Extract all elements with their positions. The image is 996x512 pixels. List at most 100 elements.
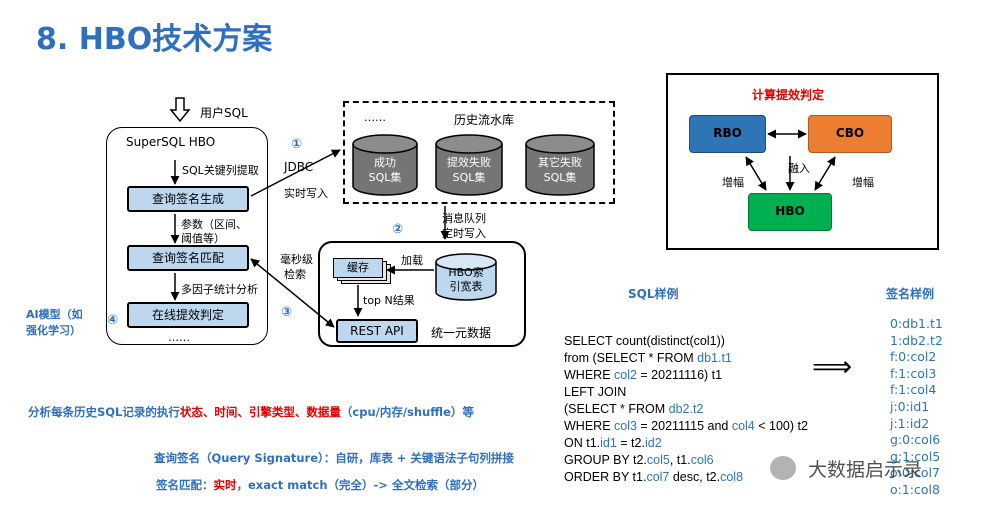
db-fail-eff-line2: SQL集 bbox=[452, 171, 486, 184]
left-ellipsis: …… bbox=[168, 331, 190, 344]
signature-item: f:1:col4 bbox=[890, 382, 937, 398]
sql-example-code: SELECT count(distinct(col1)) from (SELECT… bbox=[564, 333, 808, 486]
db-fail-eff-label: 提效失败 SQL集 bbox=[436, 155, 502, 185]
note-text: 分析每条历史SQL记录的执行 bbox=[28, 405, 180, 419]
sql-extract-label: SQL关键列提取 bbox=[182, 164, 259, 177]
sql-line: SELECT count(distinct(col1)) bbox=[564, 333, 808, 350]
signature-item: o:0:col7 bbox=[890, 465, 940, 481]
arrow-rbo-hbo bbox=[745, 156, 767, 191]
sql-identifier: col4 bbox=[731, 419, 755, 433]
arrow-jdbc-write bbox=[250, 149, 341, 197]
sql-identifier: col7 bbox=[646, 470, 670, 484]
sql-text: < 100) t2 bbox=[754, 419, 808, 433]
history-db-box bbox=[343, 101, 615, 204]
transform-arrow-icon: ⟹ bbox=[812, 350, 853, 383]
sql-line: (SELECT * FROM db2.t2 bbox=[564, 401, 808, 418]
db-fail-efficiency-icon bbox=[435, 134, 503, 196]
note-text: 签名匹配： bbox=[156, 478, 214, 492]
sql-text: = t2. bbox=[616, 436, 645, 450]
signature-item: g:0:col6 bbox=[890, 432, 941, 448]
sql-text: ON t1. bbox=[564, 436, 601, 450]
signature-item: f:1:col3 bbox=[890, 365, 937, 381]
step-1-marker: ① bbox=[291, 137, 303, 152]
db-success-icon bbox=[352, 134, 418, 196]
arrow-cbo-hbo bbox=[814, 156, 836, 191]
sql-text: , t1. bbox=[669, 453, 691, 467]
sql-identifier: db1.t1 bbox=[697, 351, 732, 365]
note-text: ，exact match（完全）-> 全文检索（部分） bbox=[236, 478, 484, 492]
fuse-label: 融入 bbox=[788, 162, 810, 175]
load-label: 加载 bbox=[401, 254, 423, 267]
sql-identifier: id2 bbox=[644, 436, 662, 450]
sql-line: ON t1.id1 = t2.id2 bbox=[564, 435, 808, 452]
signature-match-node: 查询签名匹配 bbox=[127, 245, 249, 271]
rest-api-node: REST API bbox=[336, 319, 418, 343]
sql-line: from (SELECT * FROM db1.t1 bbox=[564, 350, 808, 367]
signature-item: j:1:id2 bbox=[890, 415, 930, 431]
user-sql-arrow-icon bbox=[169, 97, 191, 123]
realtime-write-label: 实时写入 bbox=[284, 187, 328, 200]
supersql-hbo-box bbox=[106, 127, 268, 345]
hbo-index-label: HBO索 引宽表 bbox=[436, 266, 496, 294]
db-fail-other-line2: SQL集 bbox=[543, 171, 577, 184]
sql-line: GROUP BY t2.col5, t1.col6 bbox=[564, 452, 808, 469]
ai-model-label-1: AI模型（如 bbox=[26, 308, 83, 321]
db-fail-other-line1: 其它失败 bbox=[538, 156, 582, 169]
sql-text: GROUP BY t2. bbox=[564, 453, 647, 467]
sql-line: WHERE col3 = 20211115 and col4 < 100) t2 bbox=[564, 418, 808, 435]
sql-text: = 20211116) t1 bbox=[636, 368, 723, 382]
sql-text: LEFT JOIN bbox=[564, 385, 627, 399]
online-decision-node: 在线提效判定 bbox=[127, 302, 249, 328]
sql-identifier: col3 bbox=[614, 419, 637, 433]
sql-identifier: col8 bbox=[720, 470, 744, 484]
multi-factor-label: 多因子统计分析 bbox=[181, 283, 258, 296]
note-highlight: 状态、时间、引擎类型、数据量 bbox=[179, 405, 341, 419]
sql-text: ORDER BY t1. bbox=[564, 470, 647, 484]
db-success-label: 成功 SQL集 bbox=[353, 155, 417, 185]
arrow-ms-retrieval bbox=[250, 258, 335, 328]
signature-item: g:1:col5 bbox=[890, 448, 941, 464]
mq-label-1: 消息队列 bbox=[442, 212, 486, 225]
signature-generate-node: 查询签名生成 bbox=[127, 186, 249, 212]
params-label-1: 参数（区间、 bbox=[181, 218, 247, 231]
wechat-logo-icon bbox=[770, 456, 796, 480]
increase-right-label: 增幅 bbox=[852, 176, 874, 189]
note-signature-match: 签名匹配：实时，exact match（完全）-> 全文检索（部分） bbox=[156, 477, 484, 493]
rbo-node: RBO bbox=[689, 115, 766, 153]
sql-identifier: col2 bbox=[614, 368, 637, 382]
mq-label-2: 定时写入 bbox=[442, 227, 486, 240]
supersql-hbo-title: SuperSQL HBO bbox=[126, 135, 216, 149]
sql-line: ORDER BY t1.col7 desc, t2.col8 bbox=[564, 469, 808, 486]
signature-item: o:1:col8 bbox=[890, 481, 940, 497]
sql-text: SELECT count(distinct(col1)) bbox=[564, 334, 725, 348]
step-4-marker: ④ bbox=[107, 313, 119, 328]
hbo-index-line1: HBO索 bbox=[448, 266, 484, 279]
sql-text: = 20211115 and bbox=[636, 419, 732, 433]
calc-decision-box bbox=[666, 73, 939, 250]
sql-text: WHERE bbox=[564, 368, 614, 382]
history-db-title: 历史流水库 bbox=[454, 113, 515, 127]
sql-identifier: col5 bbox=[646, 453, 670, 467]
note-analysis: 分析每条历史SQL记录的执行状态、时间、引擎类型、数据量（cpu/内存/shuf… bbox=[28, 404, 474, 420]
note-text: （cpu/内存/shuffle）等 bbox=[340, 405, 474, 419]
hbo-node: HBO bbox=[748, 193, 832, 231]
sql-identifier: col6 bbox=[690, 453, 714, 467]
sql-text: from (SELECT * FROM bbox=[564, 351, 698, 365]
hbo-index-db-icon bbox=[435, 253, 497, 301]
history-ellipsis: …… bbox=[364, 111, 386, 124]
params-label-2: 阈值等） bbox=[181, 232, 225, 245]
sql-example-header: SQL样例 bbox=[628, 287, 679, 301]
cache-node: 缓存 bbox=[333, 258, 383, 278]
signature-item: 0:db1.t1 bbox=[890, 316, 943, 331]
jdbc-label: JDBC bbox=[284, 160, 314, 174]
note-query-signature: 查询签名（Query Signature）：自研，库表 + 关键语法子句列拼接 bbox=[154, 451, 514, 465]
sql-identifier: db2.t2 bbox=[668, 402, 704, 416]
user-sql-label: 用户SQL bbox=[200, 106, 248, 120]
unified-metadata-label: 统一元数据 bbox=[431, 326, 492, 340]
db-fail-eff-line1: 提效失败 bbox=[447, 156, 491, 169]
watermark-text: 大数据启示录 bbox=[808, 459, 923, 481]
signature-item: 1:db2.t2 bbox=[890, 332, 943, 348]
sql-text: desc, t2. bbox=[669, 470, 721, 484]
